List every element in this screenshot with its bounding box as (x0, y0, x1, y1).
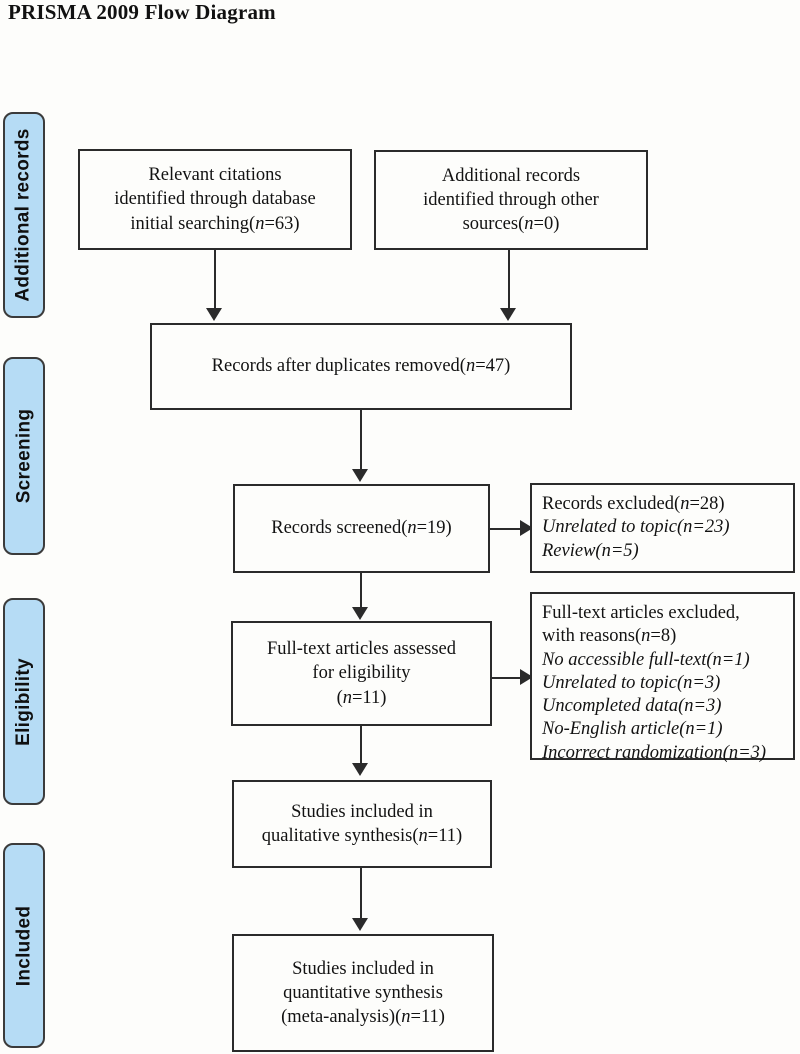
node-line: Records excluded(n=28) (542, 494, 725, 514)
node-line: Relevant citations (148, 165, 282, 186)
stage-label-text: Screening (13, 408, 35, 504)
stage-label-text: Eligibility (13, 657, 35, 746)
node-line: Full-text articles assessed (266, 639, 457, 660)
stage-label-text: Additional records (13, 128, 35, 302)
node-line: quantitative synthesis (283, 982, 443, 1003)
arrowhead-screened-to-excluded-icon (520, 520, 533, 536)
connector-fulltext-to-excluded (492, 677, 522, 679)
connector-duplicates-to-screened (360, 410, 362, 471)
node-line-reason: Incorrect randomization(n=3) (542, 742, 767, 763)
node-line: Records screened(n=19) (271, 518, 452, 539)
node-identification-database: Relevant citations identified through da… (78, 149, 352, 250)
node-fulltext-assessed: Full-text articles assessed for eligibil… (231, 621, 492, 726)
node-identification-other-sources: Additional records identified through ot… (374, 150, 648, 250)
node-line: Studies included in (291, 801, 433, 822)
node-line: with reasons(n=8) (542, 626, 677, 647)
arrowhead-screened-to-fulltext-icon (352, 607, 368, 620)
node-records-screened: Records screened(n=19) (233, 484, 490, 573)
node-line: sources(n=0) (462, 214, 560, 235)
node-duplicates-removed: Records after duplicates removed(n=47) (150, 323, 572, 410)
node-line: (meta-analysis)(n=11) (281, 1007, 445, 1028)
node-line: Additional records (441, 165, 581, 186)
arrowhead-fulltext-to-excluded-icon (520, 669, 533, 685)
stage-label-additional-records: Additional records (3, 112, 45, 318)
node-records-excluded: Records excluded(n=28) Unrelated to topi… (530, 483, 795, 573)
node-line: identified through database (114, 189, 316, 210)
connector-qualitative-to-quantitative (360, 868, 362, 920)
stage-label-text: Included (13, 905, 35, 986)
arrowhead-db-to-duplicates-icon (206, 308, 222, 321)
stage-label-screening: Screening (3, 357, 45, 555)
connector-other-to-duplicates (508, 250, 510, 310)
connector-fulltext-to-qualitative (360, 726, 362, 765)
node-line-reason: No-English article(n=1) (542, 719, 723, 740)
node-line: Studies included in (292, 958, 434, 979)
node-line: for eligibility (312, 663, 411, 684)
stage-label-eligibility: Eligibility (3, 598, 45, 805)
arrowhead-other-to-duplicates-icon (500, 308, 516, 321)
node-line-reason: No accessible full-text(n=1) (542, 649, 750, 670)
node-line: Full-text articles excluded, (542, 603, 740, 623)
stage-label-included: Included (3, 843, 45, 1048)
node-line: qualitative synthesis(n=11) (261, 826, 463, 846)
connector-screened-to-fulltext (360, 573, 362, 609)
arrowhead-duplicates-to-screened-icon (352, 469, 368, 482)
node-line-reason: Unrelated to topic(n=3) (542, 672, 721, 693)
node-qualitative-synthesis: Studies included in qualitative synthesi… (232, 780, 492, 868)
node-line: Records after duplicates removed(n=47) (211, 356, 511, 377)
page-title: PRISMA 2009 Flow Diagram (8, 0, 276, 24)
node-quantitative-synthesis: Studies included in quantitative synthes… (232, 934, 494, 1052)
node-line-reason: Uncompleted data(n=3) (542, 696, 722, 717)
node-line: identified through other (423, 189, 599, 210)
node-line: (n=11) (336, 687, 387, 708)
connector-screened-to-excluded (490, 528, 522, 530)
arrowhead-qualitative-to-quantitative-icon (352, 918, 368, 931)
node-line: initial searching(n=63) (130, 213, 300, 234)
node-line-reason: Unrelated to topic(n=23) (542, 517, 730, 538)
arrowhead-fulltext-to-qualitative-icon (352, 763, 368, 776)
connector-db-to-duplicates (214, 250, 216, 310)
node-line-reason: Review(n=5) (542, 540, 639, 561)
node-fulltext-excluded: Full-text articles excluded, with reason… (530, 592, 795, 763)
